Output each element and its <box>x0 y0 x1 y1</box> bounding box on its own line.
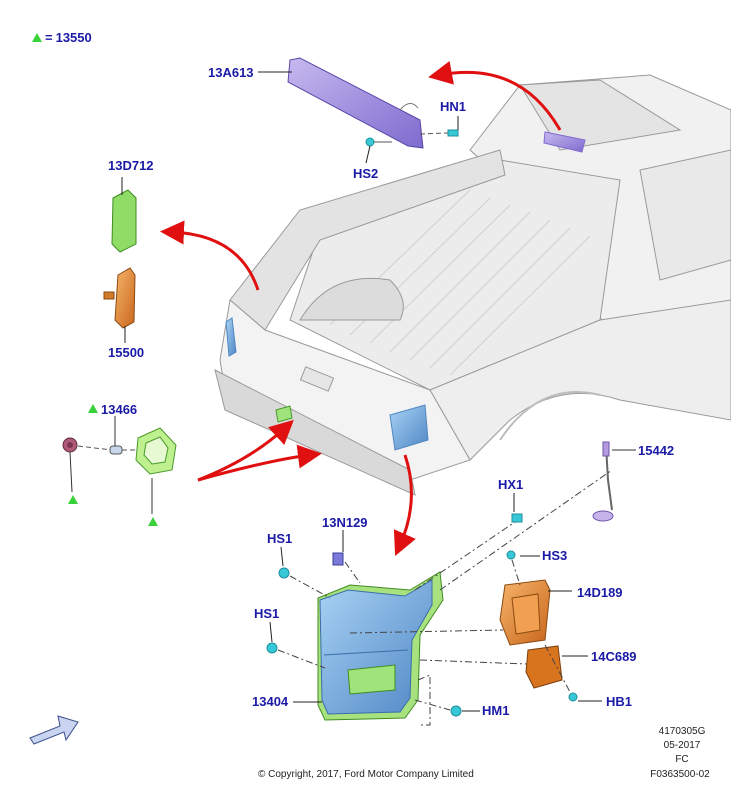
legend-part-number: 13550 <box>55 30 92 45</box>
callout-HN1[interactable]: HN1 <box>440 99 467 114</box>
callout-15442[interactable]: 15442 <box>638 443 675 458</box>
fastener-HB1 <box>568 692 578 702</box>
truck-right-tail-lamp <box>389 404 429 451</box>
callout-HS1-lower[interactable]: HS1 <box>254 606 280 621</box>
arrow-to-13A613 <box>428 60 562 131</box>
callout-14D189[interactable]: 14D189 <box>577 585 623 600</box>
bracket-13N129 <box>332 552 344 566</box>
callout-14C689[interactable]: 14C689 <box>591 649 637 664</box>
truck-license-lamp <box>275 405 293 423</box>
callout-13A613[interactable]: 13A613 <box>208 65 254 80</box>
truck-illustration <box>214 74 731 496</box>
legend-equals: = <box>45 30 53 45</box>
part-13466 <box>62 427 177 475</box>
drawing-ref: 4170305G <box>658 726 706 737</box>
arrow-to-13466-b <box>197 444 322 482</box>
legend: = 13550 <box>32 30 92 45</box>
alignment-lines <box>277 469 613 726</box>
fastener-HS1-upper <box>278 567 290 579</box>
drawing-code: FC <box>675 754 689 765</box>
callout-HB1[interactable]: HB1 <box>606 694 633 709</box>
fastener-HX1 <box>511 513 523 523</box>
marker-13550-c <box>88 404 98 413</box>
fastener-HS2 <box>365 137 392 147</box>
truck-brake-lamp <box>543 131 586 153</box>
part-13A613 <box>287 57 424 149</box>
figure-number: F0363500-02 <box>650 769 710 780</box>
truck-left-tail-lamp <box>225 317 237 357</box>
arrow-to-13404 <box>393 454 416 556</box>
copyright: © Copyright, 2017, Ford Motor Company Li… <box>258 769 474 780</box>
part-13404 <box>317 571 444 721</box>
callout-HM1[interactable]: HM1 <box>482 703 510 718</box>
marker-13550-a <box>68 495 78 504</box>
arrow-to-13D712 <box>160 220 260 291</box>
rear-bumper <box>214 369 416 496</box>
callout-13D712[interactable]: 13D712 <box>108 158 154 173</box>
fastener-HM1 <box>450 705 462 717</box>
fastener-HS1-lower <box>266 642 278 654</box>
bed-side-right <box>429 299 731 461</box>
marker-13550-b <box>148 517 158 526</box>
leader-lines <box>121 71 602 712</box>
wheel-well <box>299 277 404 321</box>
callout-13466[interactable]: 13466 <box>101 402 138 417</box>
callout-HS2[interactable]: HS2 <box>353 166 379 181</box>
part-13D712 <box>111 189 137 253</box>
callout-HS3[interactable]: HS3 <box>542 548 568 563</box>
part-14C689 <box>525 645 563 689</box>
red-arrows <box>160 60 562 556</box>
fastener-HN1 <box>447 129 459 137</box>
callout-13404[interactable]: 13404 <box>252 694 289 709</box>
part-15442 <box>592 441 614 522</box>
drawing-date: 05-2017 <box>663 740 701 751</box>
callout-13N129[interactable]: 13N129 <box>322 515 368 530</box>
callout-HS1-upper[interactable]: HS1 <box>267 531 293 546</box>
arrow-to-13466-a <box>197 419 294 482</box>
part-15500 <box>114 267 136 329</box>
callout-HX1[interactable]: HX1 <box>498 477 524 492</box>
fastener-HS3 <box>506 550 516 560</box>
view-direction-arrow <box>29 715 79 745</box>
green-triangle-icon <box>32 33 42 42</box>
callout-15500[interactable]: 15500 <box>108 345 145 360</box>
